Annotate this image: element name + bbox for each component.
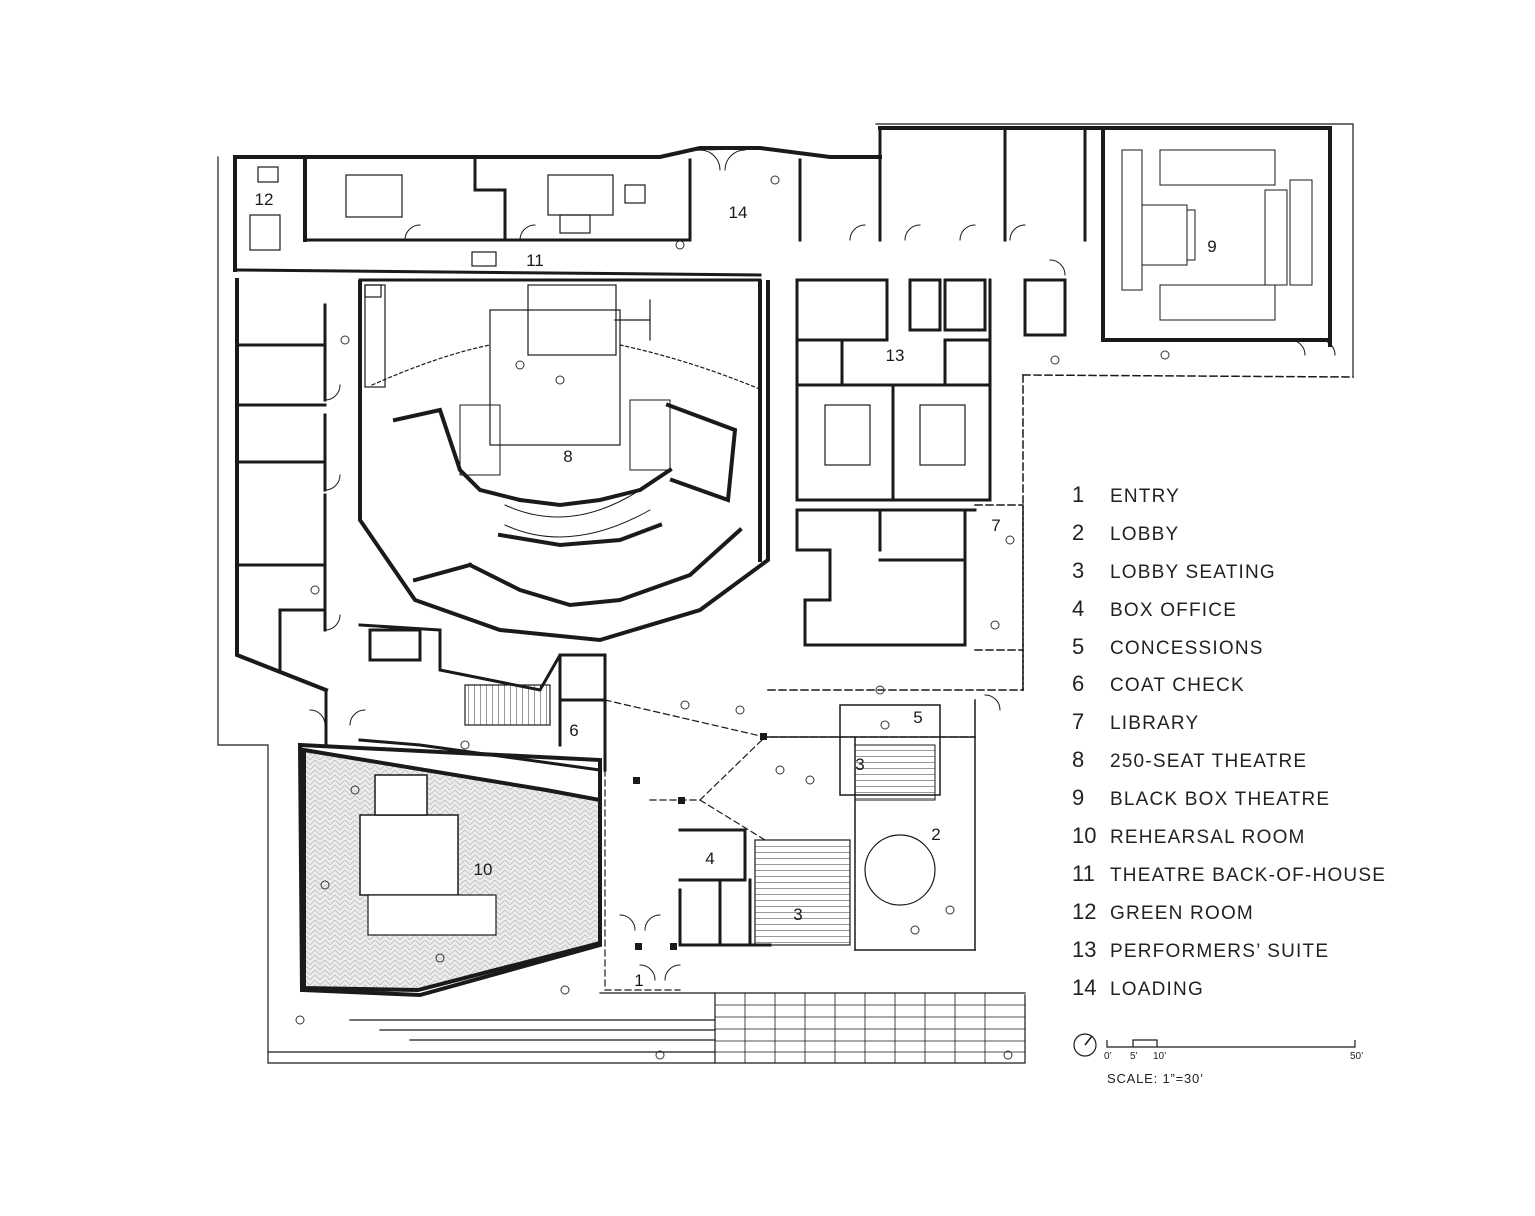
legend-label: LOADING [1110,978,1204,1000]
legend-row: 13 PERFORMERS’ SUITE [1072,937,1402,975]
legend-number: 4 [1072,595,1085,621]
legend-row: 11 THEATRE BACK-OF-HOUSE [1072,861,1402,899]
black-box-seating [1121,149,1313,321]
legend-number: 2 [1072,519,1085,545]
scale-text: SCALE: 1”=30’ [1107,1071,1204,1086]
legend-label: GREEN ROOM [1110,902,1254,924]
legend-row: 2 LOBBY [1072,520,1402,558]
legend-number: 12 [1072,898,1097,924]
legend-row: 1 ENTRY [1072,482,1402,520]
plan-label-lobby-seating-lower: 3 [793,905,802,924]
legend-label: 250-SEAT THEATRE [1110,751,1308,773]
scale-bar [1073,1033,1356,1057]
plan-label-black-box-theatre: 9 [1207,237,1216,256]
legend-number: 3 [1072,557,1085,583]
door-swings [309,149,1336,981]
legend-row: 7 LIBRARY [1072,709,1402,747]
legend-number: 10 [1072,823,1097,849]
legend-row: 4 BOX OFFICE [1072,596,1402,634]
box-office-walls [678,828,772,947]
plan-label-lobby-seating-upper: 3 [855,755,864,774]
figures [295,175,1170,1060]
legend-label: BOX OFFICE [1110,599,1238,621]
legend-label: BLACK BOX THEATRE [1110,789,1331,811]
plan-label-box-office: 4 [705,849,714,868]
scale-tick-5: 5’ [1130,1051,1138,1062]
plan-label-lobby: 2 [931,825,940,844]
legend-label: REHEARSAL ROOM [1110,827,1306,849]
plan-label-green-room: 12 [255,190,274,209]
legend-row: 10 REHEARSAL ROOM [1072,823,1402,861]
theatre-seating [459,399,671,538]
site-outline [217,123,1354,1064]
legend-row: 3 LOBBY SEATING [1072,558,1402,596]
legend-label: PERFORMERS’ SUITE [1110,940,1330,962]
library-dashed-wall [697,147,1354,691]
plan-label-loading: 14 [729,203,748,222]
plan-label-performers-suite: 13 [886,346,905,365]
legend-number: 13 [1072,936,1097,962]
legend-row: 12 GREEN ROOM [1072,899,1402,937]
furniture [249,166,646,388]
legend-label: THEATRE BACK-OF-HOUSE [1110,864,1387,886]
legend-number: 6 [1072,671,1085,697]
restroom-walls [795,508,977,647]
plan-label-250-seat-theatre: 8 [563,447,572,466]
plan-label-concessions: 5 [913,708,922,727]
scale-tick-50: 50’ [1350,1051,1364,1062]
legend-row: 9 BLACK BOX THEATRE [1072,785,1402,823]
legend-row: 5 CONCESSIONS [1072,634,1402,672]
legend-label: ENTRY [1110,486,1181,507]
scale-tick-10: 10’ [1153,1051,1167,1062]
north-arrow-icon [1073,1033,1097,1057]
legend-number: 11 [1072,860,1095,886]
legend-label: CONCESSIONS [1110,637,1264,659]
legend-number: 7 [1072,709,1085,735]
legend-label: LIBRARY [1110,713,1200,735]
legend-label: LOBBY [1110,523,1180,545]
legend-number: 1 [1072,482,1085,507]
performers-suite-walls [795,278,1067,502]
plan-label-back-of-house: 11 [526,251,544,270]
plan-label-entry: 1 [634,971,643,990]
legend-number: 9 [1072,785,1085,811]
legend-number: 14 [1072,974,1097,1000]
scale-tick-0: 0’ [1104,1051,1112,1062]
theatre-8-walls [358,280,770,643]
legend-row: 6 COAT CHECK [1072,671,1402,709]
plan-label-coat-check: 6 [569,721,578,740]
legend-number: 8 [1072,747,1085,773]
plan-label-library: 7 [991,516,1000,535]
legend-number: 5 [1072,633,1085,659]
legend-row: 14 LOADING [1072,975,1402,1013]
plan-label-rehearsal-room: 10 [474,860,493,879]
legend-row: 8 250-SEAT THEATRE [1072,747,1402,785]
legend-label: COAT CHECK [1110,675,1245,697]
interior-walls [236,126,1087,672]
legend-label: LOBBY SEATING [1110,561,1276,583]
